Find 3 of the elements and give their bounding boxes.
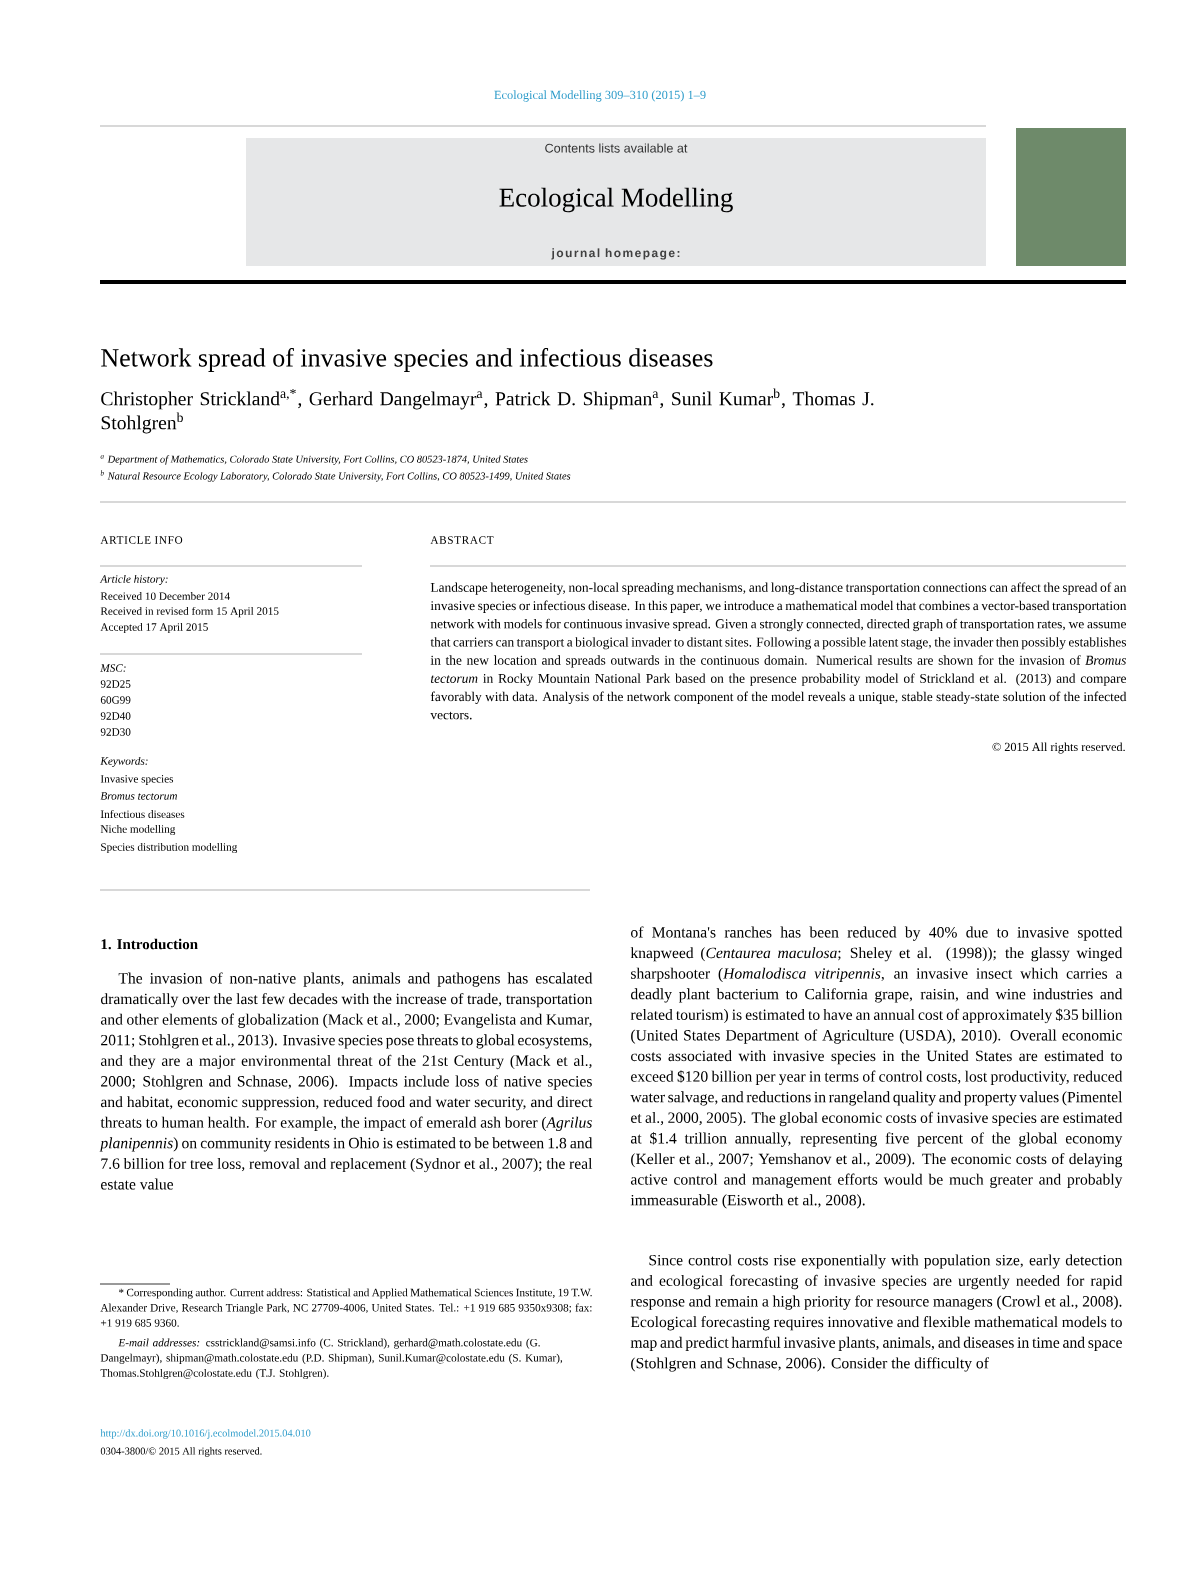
article-title: Network spread of invasive species and infectious diseases [101,348,713,372]
author-list: Christopher Strickland$^{a,*}$, Gerhard Dangelmayr$^{a}$, Patrick D. Shipman$^{a}$, Sunil Kumar$^{b}$, Thomas J. Stohlgren$^{b}$ [101,388,874,434]
journal-name: Ecological Modelling [499,187,733,213]
